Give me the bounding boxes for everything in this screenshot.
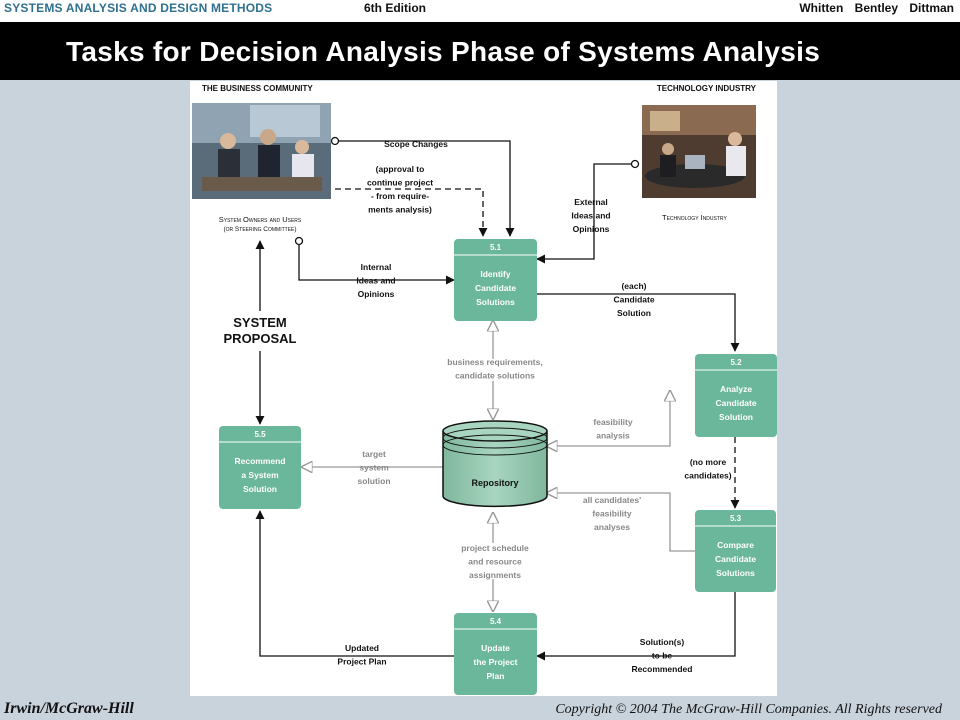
- flow-label-solutions-recommended: Solution(s): [640, 637, 685, 647]
- system-proposal-label: SYSTEM: [233, 315, 286, 330]
- flow-label-all-candidates: all candidates': [583, 495, 641, 505]
- flow-label-solutions-recommended: Recommended: [632, 664, 693, 674]
- title-bar: [0, 22, 960, 80]
- flow-labels: Scope Changes (approval to continue projec…: [337, 139, 731, 674]
- process-label: Solution: [719, 412, 753, 422]
- flow-label-project-schedule: project schedule: [461, 543, 529, 553]
- slide-title: Tasks for Decision Analysis Phase of Sys…: [66, 36, 821, 67]
- technology-industry-caption: Technology Industry: [662, 213, 727, 222]
- process-label: Candidate: [475, 283, 516, 293]
- flow-label-project-schedule: assignments: [469, 570, 521, 580]
- process-label: Identify: [480, 269, 510, 279]
- flow-label-business-requirements: candidate solutions: [455, 371, 535, 381]
- flow-label-feasibility-analysis: analysis: [596, 431, 630, 441]
- flow-label-approval: continue project: [367, 178, 433, 188]
- authors-label: Whitten Bentley Dittman: [799, 1, 954, 15]
- flow-label-each-candidate: (each): [621, 281, 646, 291]
- business-meeting-photo: [192, 103, 331, 199]
- flow-label-target-solution: system: [359, 463, 389, 473]
- process-label: Plan: [487, 671, 505, 681]
- process-id: 5.4: [490, 617, 502, 626]
- flow-label-updated-plan: Updated: [345, 643, 379, 653]
- business-community-label: THE BUSINESS COMMUNITY: [202, 84, 313, 93]
- process-label: Update: [481, 643, 510, 653]
- process-label: Candidate: [715, 398, 756, 408]
- owners-caption-sub: (or Steering Committee): [223, 226, 296, 233]
- process-label: Solutions: [476, 297, 515, 307]
- flow-label-target-solution: solution: [357, 476, 390, 486]
- flow-label-approval: - from require-: [371, 191, 429, 201]
- process-label: Compare: [717, 540, 754, 550]
- process-label: Analyze: [720, 384, 752, 394]
- repository-label: Repository: [471, 478, 518, 488]
- process-label: Solutions: [716, 568, 755, 578]
- process-id: 5.2: [730, 358, 742, 367]
- flow-label-internal-ideas: Internal: [361, 262, 392, 272]
- header-bar: SYSTEMS ANALYSIS AND DESIGN METHODS 6th …: [0, 0, 960, 22]
- flow-label-project-schedule: and resource: [468, 557, 522, 567]
- flow-label-business-requirements: business requirements,: [447, 357, 542, 367]
- publisher-label: Irwin/McGraw-Hill: [4, 700, 134, 717]
- decision-analysis-diagram: THE BUSINESS COMMUNITY TECHNOLOGY INDUST…: [190, 81, 777, 696]
- flow-label-all-candidates: analyses: [594, 522, 630, 532]
- process-label: Candidate: [715, 554, 756, 564]
- flow-label-external-ideas: Opinions: [573, 224, 610, 234]
- flow-label-approval: ments analysis): [368, 205, 432, 215]
- technology-industry-label: TECHNOLOGY INDUSTRY: [657, 84, 757, 93]
- process-label: Recommend: [234, 456, 285, 466]
- flow-label-internal-ideas: Opinions: [358, 289, 395, 299]
- book-title: SYSTEMS ANALYSIS AND DESIGN METHODS: [4, 1, 273, 15]
- process-id: 5.5: [254, 430, 266, 439]
- edition-label: 6th Edition: [364, 1, 426, 15]
- copyright-label: Copyright © 2004 The McGraw-Hill Compani…: [555, 702, 942, 717]
- flow-label-approval: (approval to: [376, 164, 425, 174]
- data-flow-arrows: [255, 136, 740, 661]
- flow-label-scope-changes: Scope Changes: [384, 139, 448, 149]
- process-label: a System: [241, 470, 279, 480]
- flow-label-external-ideas: Ideas and: [571, 211, 610, 221]
- technology-meeting-photo: [642, 105, 756, 198]
- flow-label-external-ideas: External: [574, 197, 608, 207]
- flow-label-feasibility-analysis: feasibility: [593, 417, 632, 427]
- flow-label-each-candidate: Candidate: [613, 295, 654, 305]
- owners-caption: System Owners and Users: [219, 215, 302, 224]
- process-id: 5.3: [730, 514, 742, 523]
- system-proposal-label-2: PROPOSAL: [224, 331, 297, 346]
- flow-label-no-more: (no more: [690, 457, 727, 467]
- flow-label-updated-plan: Project Plan: [337, 657, 386, 667]
- flow-label-each-candidate: Solution: [617, 308, 651, 318]
- flow-label-all-candidates: feasibility: [592, 509, 631, 519]
- process-label: the Project: [474, 657, 518, 667]
- repository-datastore: Repository: [442, 420, 548, 508]
- process-id: 5.1: [490, 243, 502, 252]
- flow-label-target-solution: target: [362, 449, 386, 459]
- flow-label-no-more: candidates): [684, 471, 731, 481]
- flow-label-internal-ideas: Ideas and: [356, 276, 395, 286]
- process-label: Solution: [243, 484, 277, 494]
- flow-label-solutions-recommended: to be: [652, 651, 673, 661]
- process-boxes: 5.1IdentifyCandidateSolutions5.2AnalyzeC…: [219, 239, 777, 695]
